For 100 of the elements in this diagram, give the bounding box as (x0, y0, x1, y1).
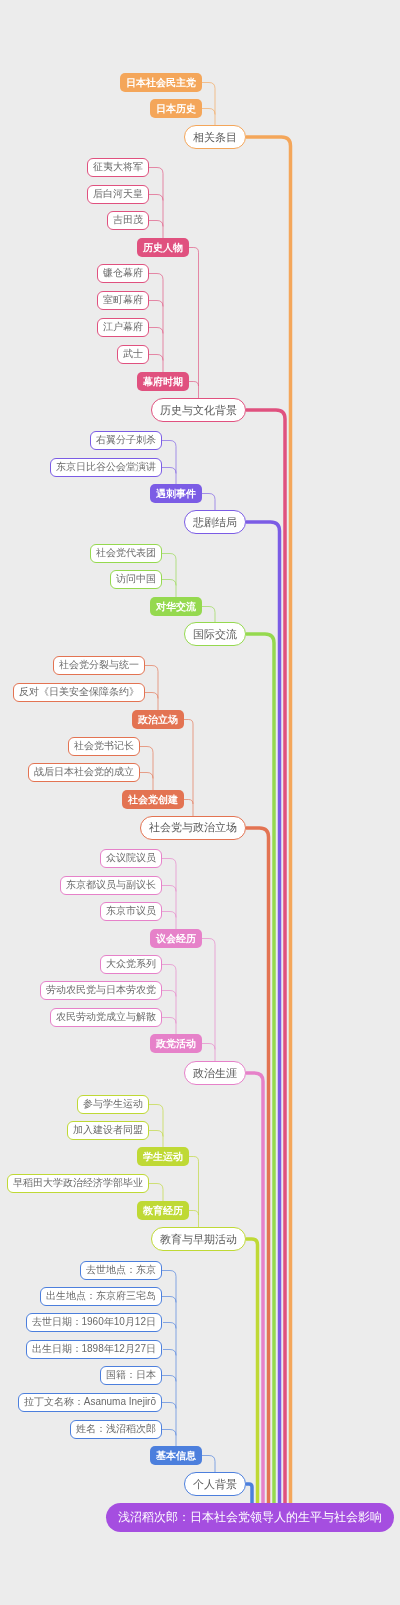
main-topic: 历史与文化背景 (151, 398, 246, 422)
connector-line (162, 1136, 164, 1148)
connector-line (162, 360, 164, 373)
connector-line (246, 826, 271, 1503)
connector-line (161, 1270, 177, 1303)
subtopic: 社会党创建 (122, 789, 184, 809)
connector-line (246, 1237, 260, 1503)
subtopic: 幕府时期 (137, 371, 189, 391)
connector-line (148, 167, 164, 201)
connector-line (148, 1104, 164, 1137)
connector-line (175, 891, 177, 918)
connector-line (198, 385, 199, 399)
subtopic: 学生运动 (137, 1147, 189, 1166)
main-topic: 个人背景 (184, 1472, 246, 1496)
subtopic: 日本社会民主党 (120, 72, 202, 92)
leaf-topic: 反对《日美安全保障条约》 (13, 682, 145, 702)
connector-line (162, 333, 164, 361)
subtopic: 对华交流 (150, 596, 202, 616)
connector-line (183, 719, 194, 805)
main-topic: 相关条目 (184, 125, 246, 149)
connector-line (188, 1210, 199, 1216)
connector-line (246, 632, 276, 1503)
subtopic: 历史人物 (137, 237, 189, 257)
connector-line (246, 1482, 254, 1503)
leaf-topic: 去世日期：1960年10月12日 (25, 1313, 162, 1332)
connector-line (148, 1183, 164, 1202)
main-topic: 国际交流 (184, 622, 246, 646)
leaf-topic: 吉田茂 (107, 211, 149, 230)
connector-line (148, 273, 164, 307)
leaf-topic: 社会党书记长 (68, 736, 140, 756)
leaf-topic: 武士 (117, 345, 149, 364)
connector-line (175, 1328, 177, 1356)
leaf-topic: 姓名：浅沼稻次郎 (70, 1419, 162, 1439)
connector-line (175, 1302, 177, 1329)
leaf-topic: 东京市议员 (100, 902, 162, 921)
leaf-topic: 去世地点：东京 (80, 1261, 162, 1280)
connector-line (162, 200, 164, 227)
leaf-topic: 征夷大将军 (87, 158, 149, 177)
leaf-topic: 室町幕府 (97, 291, 149, 310)
central-topic: 浅沼稻次郎：日本社会党领导人的生平与社会影响 (106, 1503, 394, 1532)
connector-line (246, 520, 282, 1503)
leaf-topic: 社会党代表团 (90, 544, 162, 563)
connector-line (188, 381, 199, 387)
subtopic: 政党活动 (150, 1034, 202, 1053)
leaf-topic: 东京都议员与副议长 (60, 875, 162, 895)
leaf-topic: 拉丁文名称：Asanuma Inejirō (17, 1393, 162, 1412)
connector-line (188, 1156, 199, 1216)
leaf-topic: 战后日本社会党的成立 (28, 763, 140, 782)
leaf-topic: 江户幕府 (97, 318, 149, 337)
leaf-topic: 东京日比谷公会堂演讲 (50, 458, 162, 477)
leaf-topic: 镰仓幕府 (97, 264, 149, 283)
subtopic: 基本信息 (150, 1446, 202, 1465)
connector-line (246, 408, 287, 1503)
connector-line (157, 698, 159, 711)
leaf-topic: 社会党分裂与统一 (53, 656, 145, 675)
connector-line (162, 306, 164, 334)
connector-line (161, 964, 177, 997)
leaf-topic: 出生地点：东京府三宅岛 (40, 1287, 162, 1306)
subtopic: 政治立场 (132, 710, 184, 729)
connector-line (246, 135, 293, 1503)
connector-line (214, 1049, 216, 1062)
connector-line (201, 606, 216, 623)
connector-line (139, 746, 154, 779)
connector-line (175, 473, 177, 485)
leaf-topic: 大众党系列 (100, 955, 162, 974)
leaf-topic: 劳动农民党与日本劳农党 (40, 981, 162, 1000)
main-topic: 政治生涯 (184, 1061, 246, 1085)
leaf-topic: 访问中国 (110, 570, 162, 589)
connector-line (144, 665, 159, 699)
connector-line (175, 996, 177, 1024)
connector-line (162, 226, 164, 239)
connector-line (175, 917, 177, 930)
subtopic: 日本历史 (150, 98, 202, 118)
connector-line (201, 493, 216, 511)
subtopic: 教育经历 (137, 1201, 189, 1220)
connector-line (201, 1455, 216, 1473)
leaf-topic: 农民劳动党成立与解散 (50, 1008, 162, 1027)
main-topic: 教育与早期活动 (151, 1227, 246, 1251)
connector-line (246, 1071, 265, 1503)
connector-line (188, 247, 199, 387)
connector-line (175, 585, 177, 598)
subtopic: 遇刺事件 (150, 484, 202, 503)
connector-line (161, 440, 177, 474)
connector-line (175, 1355, 177, 1382)
leaf-topic: 国籍：日本 (100, 1366, 162, 1385)
connector-line (175, 1408, 177, 1436)
connector-line (192, 803, 194, 817)
leaf-topic: 后白河天皇 (87, 185, 149, 204)
subtopic: 议会经历 (150, 928, 202, 948)
connector-line (161, 553, 177, 586)
connector-line (175, 1023, 177, 1035)
main-topic: 悲剧结局 (184, 510, 246, 534)
connector-line (175, 1381, 177, 1409)
leaf-topic: 出生日期：1898年12月27日 (25, 1340, 162, 1359)
main-topic: 社会党与政治立场 (140, 815, 246, 840)
leaf-topic: 参与学生运动 (77, 1094, 149, 1114)
leaf-topic: 众议院议员 (100, 849, 162, 868)
connector-line (198, 1214, 199, 1228)
connector-line (175, 1435, 177, 1447)
leaf-topic: 右翼分子刺杀 (90, 431, 162, 450)
